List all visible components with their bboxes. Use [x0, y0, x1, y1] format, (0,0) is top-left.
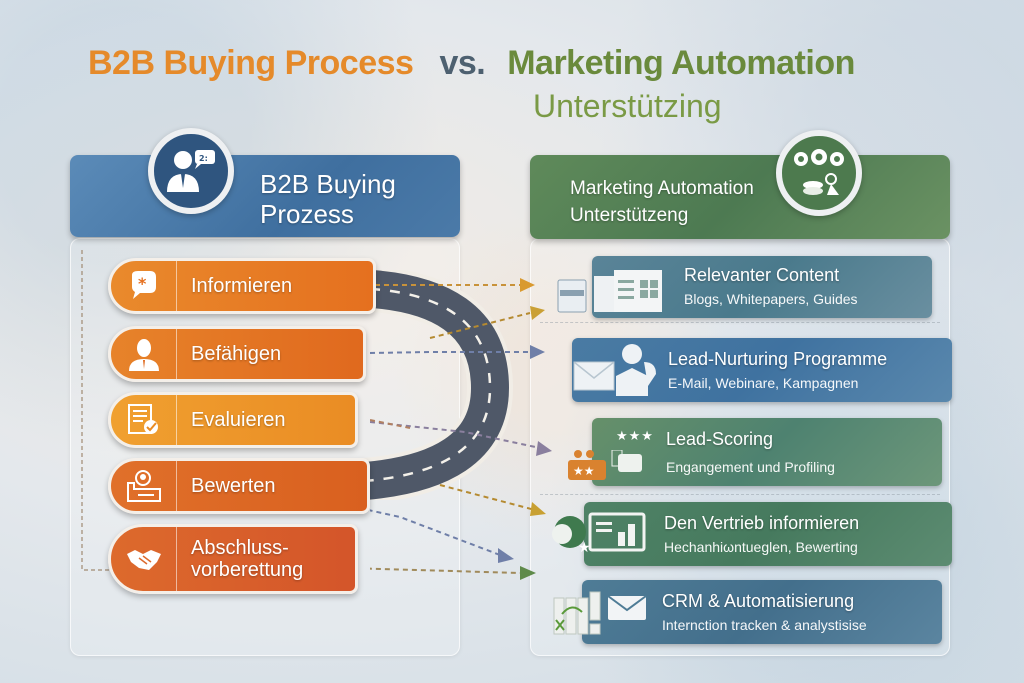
svg-text:★: ★ [578, 540, 591, 556]
person-icon [111, 329, 177, 379]
step-informieren: * Informieren [108, 258, 376, 314]
title-right: Marketing Automation [507, 44, 855, 82]
step-label: Bewerten [191, 475, 276, 497]
document-check-icon [111, 395, 177, 445]
card-title: Den Vertrieb informieren [664, 513, 860, 533]
email-chat-icon [573, 344, 656, 396]
business-person-chat-icon: 2: [148, 128, 234, 214]
header-left-line2: Prozess [260, 199, 354, 229]
connector-arrows [370, 278, 552, 580]
page-title: B2B Buying Process vs. Marketing Automatio… [88, 44, 964, 83]
sales-dashboard-icon: ★ [552, 512, 646, 556]
profile-card-icon [111, 461, 177, 511]
step-label-line2: vorberettung [191, 559, 304, 581]
card-lead-scoring: Lead-Scoring Engangement und Profiling [592, 418, 942, 486]
card-subtitle: Blogs, Whitepapers, Guides [684, 291, 858, 307]
step-bewerten: Bewerten [108, 458, 370, 514]
card-title: Lead-Nurturing Programme [668, 349, 888, 369]
svg-text:★★: ★★ [573, 464, 595, 478]
card-subtitle: E-Mail, Webinare, Kampagnen [668, 375, 859, 391]
divider [540, 494, 940, 495]
title-vs: vs. [439, 44, 486, 82]
crm-envelope-icon [553, 591, 647, 635]
card-title: Relevanter Content [684, 265, 840, 285]
card-subtitle: Internction tracken & analystisise [662, 617, 867, 633]
step-evaluieren: Evaluieren [108, 392, 358, 448]
speech-bubble-star-icon: * [111, 261, 177, 311]
step-label: Befähigen [191, 343, 282, 365]
header-right-line1: Marketing Automation [570, 178, 754, 199]
step-label: Informieren [191, 275, 293, 297]
rating-chat-icon: ★★ [568, 450, 642, 480]
buying-process-header: B2B Buying Prozess [70, 155, 460, 237]
step-label: Evaluieren [191, 409, 286, 431]
left-bracket-line [81, 250, 120, 571]
star-rating-icon: ★★★ [616, 428, 654, 443]
card-title: Lead-Scoring [666, 429, 774, 449]
header-right-line2: Unterstützeng [570, 205, 689, 226]
step-abschlussvorbereitung: Abschluss- vorberettung [108, 524, 358, 594]
header-left-line1: B2B Buying [260, 169, 396, 199]
divider [540, 322, 940, 323]
title-left: B2B Buying Process [88, 44, 414, 82]
gears-icon [776, 130, 862, 216]
handshake-icon [111, 527, 177, 591]
content-pages-icon [557, 270, 662, 313]
card-title: CRM & Automatisierung [662, 591, 855, 611]
card-subtitle: Engangement und Profiling [666, 459, 835, 475]
page-subtitle: Unterstützing [533, 88, 722, 124]
card-subtitle: Hechanhiωntueglen, Bewerting [664, 539, 858, 555]
svg-text:2:: 2: [199, 154, 208, 163]
svg-text:*: * [138, 274, 147, 293]
marketing-automation-header: Marketing Automation Unterstützeng [530, 155, 950, 239]
step-befaehigen: Befähigen [108, 326, 366, 382]
step-label-line1: Abschluss- [191, 537, 289, 559]
road-path-graphic [348, 270, 514, 500]
